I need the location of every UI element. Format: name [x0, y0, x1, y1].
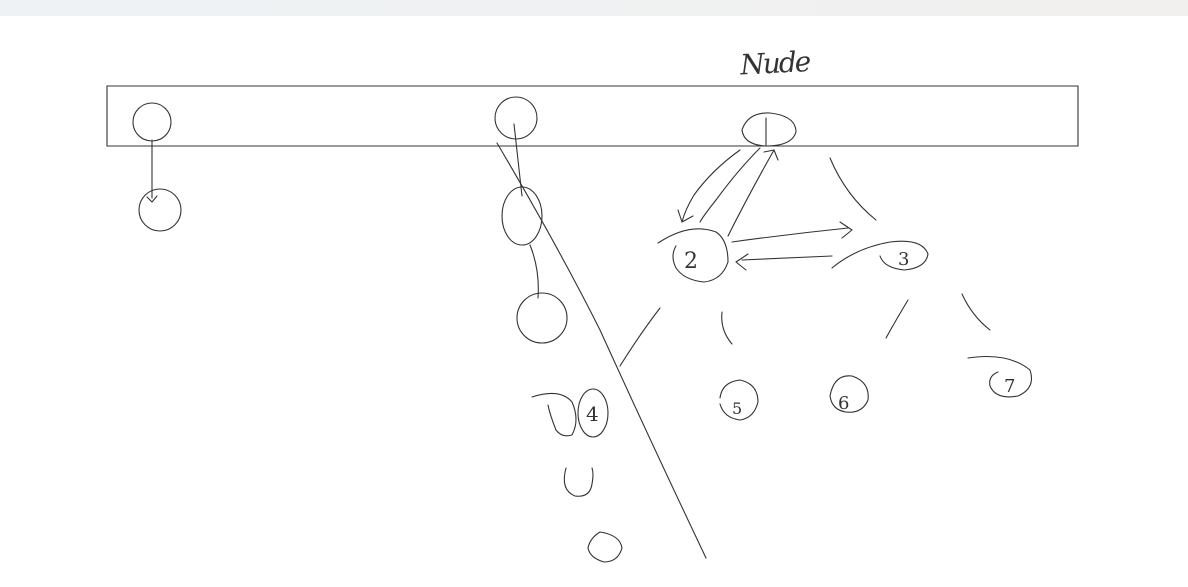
node-5-label: 5: [732, 399, 742, 418]
2-to-3-arrowhead: [839, 221, 853, 239]
sketch-diagram: Nude 4 2: [106, 45, 1079, 563]
drawing-canvas[interactable]: Nude 4 2: [0, 16, 1188, 587]
lower-node-bottom: [587, 531, 623, 563]
node-left-of-4: [531, 392, 577, 437]
top-toolbar: [0, 0, 1188, 17]
node-2: [657, 228, 729, 283]
left-node-top: [132, 102, 172, 142]
middle-node-bottom: [516, 292, 568, 344]
3-to-2-stroke: [741, 255, 833, 261]
node-6-label: 6: [838, 393, 849, 414]
node-4-label: 4: [586, 402, 599, 426]
root-to-2-stroke-a: [681, 149, 741, 223]
2-to-root-arrowhead: [763, 149, 779, 161]
lower-node-cup: [563, 467, 594, 497]
3-branch-left: [885, 299, 909, 339]
long-diagonal-stroke: [496, 142, 707, 559]
root-to-3-stroke: [829, 157, 877, 221]
3-to-2-arrowhead: [735, 253, 749, 271]
left-node-bottom: [138, 188, 182, 232]
2-to-root-stroke: [727, 149, 775, 237]
2-to-3-stroke: [731, 227, 849, 243]
2-branch-right: [721, 311, 733, 345]
node-3: [831, 240, 929, 271]
left-connector-tick: [146, 195, 158, 203]
root-to-2-arrowhead: [677, 209, 694, 223]
node-7: [967, 355, 1033, 398]
node-3-label: 3: [898, 249, 909, 270]
node-2-label: 2: [684, 249, 698, 274]
node-5: [719, 379, 759, 421]
middle-connector-1: [513, 123, 523, 197]
node-7-label: 7: [1004, 376, 1015, 397]
node-6: [829, 375, 869, 413]
2-branch-left: [619, 307, 661, 367]
root-to-2-stroke-b: [699, 147, 761, 223]
middle-node-top: [494, 96, 538, 140]
3-branch-right: [961, 293, 991, 331]
root-node: [741, 112, 797, 147]
diagram-title: Nude: [738, 45, 811, 82]
middle-connector-2: [529, 244, 539, 299]
node-4: [577, 388, 609, 438]
node-band-rectangle: [106, 85, 1079, 147]
